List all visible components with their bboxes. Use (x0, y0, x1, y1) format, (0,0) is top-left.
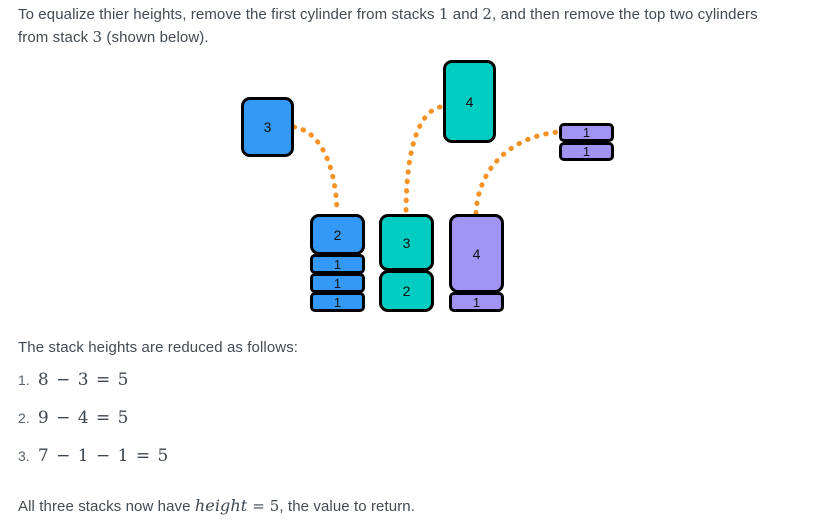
stack-3-block-1: 1 (449, 292, 504, 312)
equation-item-1: 1. 8 − 3 = 5 (18, 370, 169, 408)
stack-3-block-0: 4 (449, 214, 504, 293)
intro-stack-number-1: 1 (438, 5, 449, 23)
cylinder-label: 2 (333, 226, 342, 243)
removed-cylinder-stack3-bottom: 1 (559, 142, 614, 161)
cylinder-stacks-diagram: 3 4 1 1 2 1 1 1 3 2 4 (0, 45, 834, 330)
intro-text-a: To equalize thier heights, remove the fi… (18, 6, 439, 23)
removed-cylinder-stack3-top: 1 (559, 123, 614, 142)
removal-arc-2 (403, 104, 443, 216)
cylinder-label: 3 (402, 234, 411, 251)
cylinder-label: 1 (333, 256, 342, 272)
equation-list: 1. 8 − 3 = 5 2. 9 − 4 = 5 3. 7 − 1 − 1 =… (18, 370, 169, 484)
intro-text-d: from stack (18, 29, 93, 46)
removed-cylinder-label: 3 (263, 119, 272, 135)
equation-item-2: 2. 9 − 4 = 5 (18, 408, 169, 446)
stack-2-block-0: 3 (379, 214, 434, 271)
cylinder-label: 4 (472, 245, 481, 262)
conclusion-variable: height (194, 496, 248, 515)
cylinder-label: 2 (402, 283, 411, 299)
conclusion-paragraph: All three stacks now have height = 5, th… (18, 494, 415, 518)
conclusion-text-a: All three stacks now have (18, 498, 195, 515)
equation-number: 2. (18, 410, 30, 426)
intro-text-b: and (448, 6, 483, 23)
stack-1-block-3: 1 (310, 292, 365, 312)
conclusion-equals: = (247, 497, 270, 515)
removed-cylinder-label: 4 (465, 93, 474, 110)
equation-text: 7 − 1 − 1 = 5 (37, 446, 170, 466)
intro-line1: To equalize thier heights, remove the fi… (18, 5, 758, 23)
removal-arc-1 (291, 124, 340, 216)
cylinder-label: 1 (333, 294, 342, 310)
reduced-heading: The stack heights are reduced as follows… (18, 339, 299, 356)
cylinder-label: 1 (333, 275, 342, 291)
equation-number: 3. (18, 448, 30, 464)
removal-arc-3 (473, 129, 561, 216)
intro-line2: from stack 3 (shown below). (18, 26, 834, 49)
removed-cylinder-label: 1 (582, 144, 591, 159)
stack-1-block-1: 1 (310, 254, 365, 274)
intro-stack-number-3: 3 (92, 28, 103, 46)
intro-text-c: , and then remove the top two cylinders (492, 6, 758, 23)
intro-stack-number-2: 2 (482, 5, 493, 23)
conclusion-text-b: , the value to return. (279, 498, 416, 515)
equation-text: 8 − 3 = 5 (37, 370, 130, 390)
equation-number: 1. (18, 372, 30, 388)
removed-cylinder-label: 1 (582, 125, 591, 140)
removed-cylinder-stack1: 3 (241, 97, 294, 157)
conclusion-value: 5 (269, 497, 280, 515)
removed-cylinder-stack2: 4 (443, 60, 496, 143)
intro-paragraph: To equalize thier heights, remove the fi… (18, 3, 834, 49)
intro-text-e: (shown below). (102, 29, 209, 46)
stack-2-block-1: 2 (379, 270, 434, 312)
stack-1-block-0: 2 (310, 214, 365, 255)
equation-item-3: 3. 7 − 1 − 1 = 5 (18, 446, 169, 484)
equation-text: 9 − 4 = 5 (37, 408, 130, 428)
cylinder-label: 1 (472, 294, 481, 310)
stack-1-block-2: 1 (310, 273, 365, 293)
